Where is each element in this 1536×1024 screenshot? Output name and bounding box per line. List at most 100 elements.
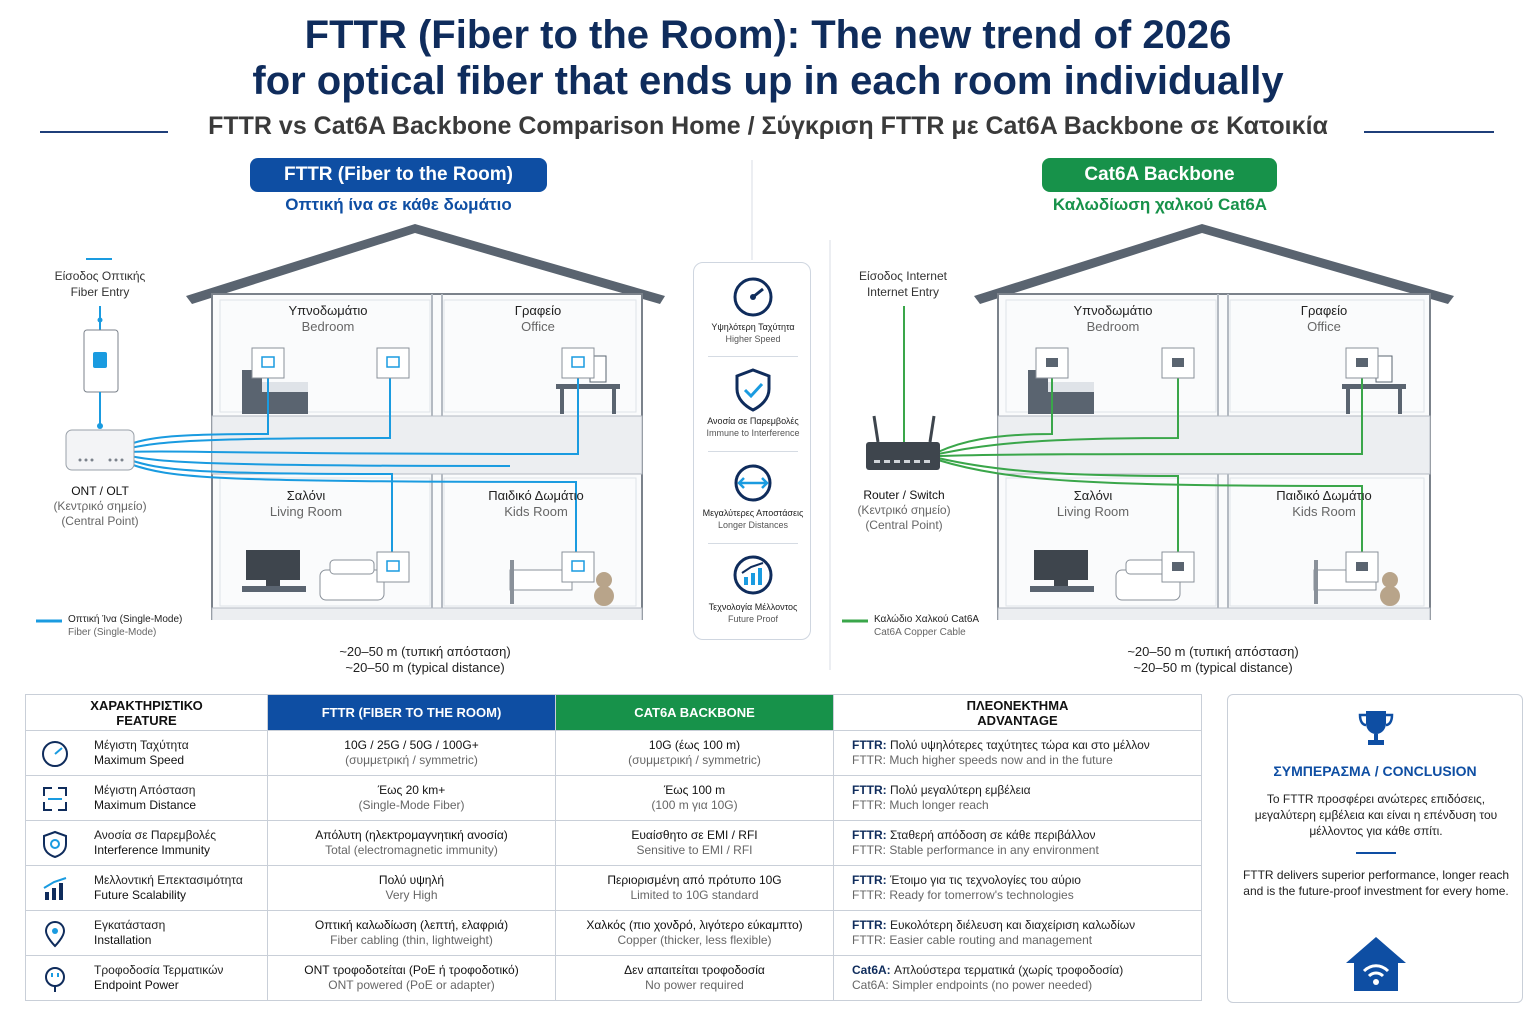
conclusion-separator — [1356, 852, 1396, 854]
advantage-en: FTTR: Stable performance in any environm… — [852, 843, 1099, 857]
fttr-legend: Οπτική Ίνα (Single-Mode)Fiber (Single-Mo… — [68, 614, 183, 638]
fttr-value-sec: (Single-Mode Fiber) — [358, 798, 465, 812]
advantage-en: FTTR: Easier cable routing and managemen… — [852, 933, 1093, 947]
speedometer-icon — [42, 741, 68, 767]
feature-en: Installation — [94, 933, 152, 947]
cat6a-legend-line — [842, 619, 868, 623]
cat6a-pill: Cat6A Backbone — [1042, 158, 1277, 192]
fttr-device-name: ONT / OLT — [71, 484, 129, 498]
fttr-value-sec: Fiber cabling (thin, lightweight) — [330, 933, 493, 947]
cat6a-value-main: Χαλκός (πιο χονδρό, λιγότερο εύκαμπτο) — [586, 918, 803, 932]
cat6a-house-diagram — [866, 224, 1454, 620]
fttr-value-cell: 10G / 25G / 50G / 100G+(συμμετρική / sym… — [267, 730, 556, 776]
advantage-cell: FTTR: Πολύ υψηλότερες ταχύτητες τώρα και… — [833, 730, 1202, 776]
cat6a-device-gr: (Κεντρικό σημείο) — [857, 503, 951, 517]
shield-check-icon — [735, 368, 771, 412]
subtitle-rule-right — [1364, 131, 1494, 133]
cat6a-distance-label: ~20–50 m (τυπική απόσταση)~20–50 m (typi… — [1127, 644, 1299, 675]
fttr-value-main: Απόλυτη (ηλεκτρομαγνητική ανοσία) — [315, 828, 508, 842]
advantage-cell: FTTR: Σταθερή απόδοση σε κάθε περιβάλλον… — [833, 820, 1202, 866]
cat6a-device-name: Router / Switch — [863, 488, 945, 502]
advantage-en: FTTR: Much higher speeds now and in the … — [852, 753, 1113, 767]
cat6a-value-main: 10G (έως 100 m) — [648, 738, 741, 752]
feature-gr: Μέγιστη Ταχύτητα — [94, 738, 189, 752]
benefit-sep — [708, 451, 798, 452]
trophy-icon — [1358, 711, 1394, 745]
advantage-cell: FTTR: Ευκολότερη διέλευση και διαχείριση… — [833, 910, 1202, 956]
feature-en: Interference Immunity — [94, 843, 211, 857]
fttr-value-sec: ONT powered (PoE or adapter) — [328, 978, 495, 992]
fttr-device-en: (Central Point) — [61, 514, 139, 528]
fttr-value-sec: Very High — [385, 888, 438, 902]
cat6a-value-cell: Χαλκός (πιο χονδρό, λιγότερο εύκαμπτο)Co… — [555, 910, 834, 956]
shield-icon — [43, 830, 67, 859]
feature-gr: Μελλοντική Επεκτασιμότητα — [94, 873, 243, 887]
cat6a-entry-en: Internet Entry — [866, 285, 940, 299]
distance-arrows-icon — [734, 464, 772, 502]
fttr-value-sec: (συμμετρική / symmetric) — [345, 753, 478, 767]
advantage-cell: Cat6A: Απλούστερα τερματικά (χωρίς τροφο… — [833, 955, 1202, 1001]
cat6a-internet-entry-label: Είσοδος Internet Internet Entry — [843, 268, 963, 300]
main-title-line1: FTTR (Fiber to the Room): The new trend … — [304, 13, 1232, 57]
benefit-sep — [708, 543, 798, 544]
feature-gr: Τροφοδοσία Τερματικών — [94, 963, 224, 977]
fttr-distance-label: ~20–50 m (τυπική απόσταση)~20–50 m (typi… — [339, 644, 511, 675]
installation-icon — [44, 920, 66, 948]
cat6a-value-sec: Sensitive to EMI / RFI — [636, 843, 753, 857]
fttr-value-main: Πολύ υψηλή — [378, 873, 445, 887]
cat6a-value-main: Έως 100 m — [663, 783, 726, 797]
fttr-value-cell: ONT τροφοδοτείται (PoE ή τροφοδοτικό)ONT… — [267, 955, 556, 1001]
cat6a-value-main: Δεν απαιτείται τροφοδοσία — [624, 963, 765, 977]
cat6a-value-sec: Limited to 10G standard — [630, 888, 759, 902]
advantage-gr: Πολύ υψηλότερες ταχύτητες τώρα και στο μ… — [886, 738, 1150, 752]
header-cat6a: CAT6A BACKBONE — [555, 694, 834, 731]
cat6a-device-en: (Central Point) — [865, 518, 943, 532]
advantage-gr: Έτοιμο για τις τεχνολογίες του αύριο — [886, 873, 1081, 887]
fttr-value-main: ONT τροφοδοτείται (PoE ή τροφοδοτικό) — [304, 963, 519, 977]
distance-icon — [43, 787, 67, 811]
feature-gr: Μέγιστη Απόσταση — [94, 783, 196, 797]
cat6a-device-label: Router / Switch (Κεντρικό σημείο) (Centr… — [834, 488, 974, 533]
fttr-value-main: Έως 20 km+ — [377, 783, 446, 797]
home-wifi-icon — [1346, 937, 1406, 991]
header-fttr: FTTR (FIBER TO THE ROOM) — [267, 694, 556, 731]
advantage-cell: FTTR: Έτοιμο για τις τεχνολογίες του αύρ… — [833, 865, 1202, 911]
fttr-device-gr: (Κεντρικό σημείο) — [53, 499, 147, 513]
advantage-label: FTTR: — [852, 918, 887, 932]
fttr-device-label: ONT / OLT (Κεντρικό σημείο) (Central Poi… — [30, 484, 170, 529]
fttr-pill: FTTR (Fiber to the Room) — [250, 158, 547, 192]
cat6a-value-sec: Copper (thicker, less flexible) — [617, 933, 772, 947]
growth-chart-icon — [43, 877, 67, 900]
advantage-label: Cat6A: — [852, 963, 891, 977]
center-divider-top — [751, 160, 753, 260]
advantage-en: FTTR: Much longer reach — [852, 798, 989, 812]
cat6a-value-sec: (100 m για 10G) — [651, 798, 738, 812]
conclusion-title: ΣΥΜΠΕΡΑΣΜΑ / CONCLUSION — [1273, 763, 1477, 779]
fttr-value-cell: Απόλυτη (ηλεκτρομαγνητική ανοσία)Total (… — [267, 820, 556, 866]
cat6a-value-main: Ευαίσθητο σε EMI / RFI — [631, 828, 758, 842]
conclusion-panel: ΣΥΜΠΕΡΑΣΜΑ / CONCLUSION Το FTTR προσφέρε… — [1227, 694, 1523, 1003]
cat6a-entry-gr: Είσοδος Internet — [859, 269, 947, 283]
advantage-gr: Σταθερή απόδοση σε κάθε περιβάλλον — [886, 828, 1096, 842]
feature-gr: Ανοσία σε Παρεμβολές — [94, 828, 217, 842]
